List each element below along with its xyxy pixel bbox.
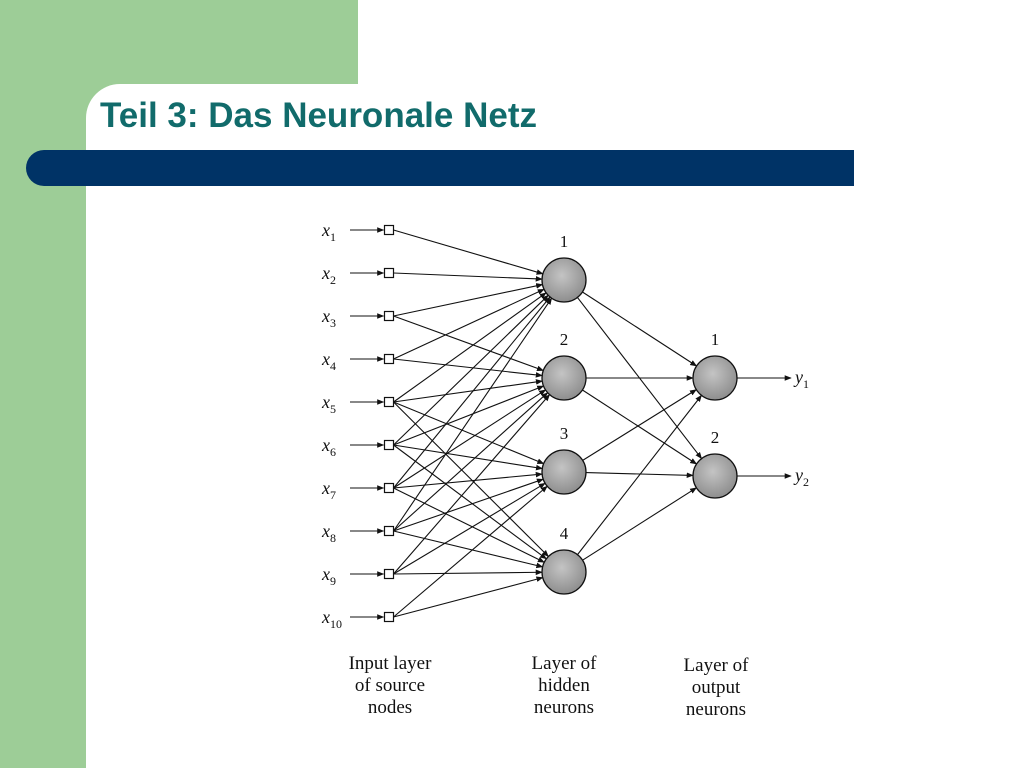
input-label: x7 [321, 478, 336, 502]
source-node [383, 439, 395, 451]
input-label: x9 [321, 564, 336, 588]
source-node [383, 525, 395, 537]
hidden-neuron [541, 449, 587, 495]
input-hidden-connection [393, 358, 543, 378]
input-label: x8 [321, 521, 336, 545]
output-label: y1 [793, 367, 809, 391]
neural-network-diagram: x1 x2 x3 x4 x5 x6 x7 x8 x9 x10 1 2 3 4 1 y1 2 y2 [321, 220, 809, 631]
hidden-neuron [541, 355, 587, 401]
input-hidden-connection [393, 296, 551, 489]
input-hidden-connection [393, 283, 544, 317]
source-node [383, 353, 395, 365]
input-hidden-connection [393, 294, 549, 446]
input-hidden-connection [393, 487, 545, 563]
input-hidden-connection [393, 272, 543, 282]
input-hidden-connection [393, 444, 547, 560]
output-neuron-number: 1 [711, 330, 720, 349]
caption-line: nodes [367, 697, 413, 718]
input-label: x3 [321, 306, 336, 330]
output-neuron [692, 355, 738, 401]
input-label: x2 [321, 263, 336, 287]
slide-content-panel [86, 84, 1024, 768]
output-neuron [692, 453, 738, 499]
input-hidden-connection [393, 569, 543, 576]
input-hidden-connection [393, 229, 544, 275]
caption-line: neurons [533, 697, 595, 718]
slide-title: Teil 3: Das Neuronale Netz [100, 96, 537, 135]
input-label: x10 [321, 607, 342, 631]
network-nodes [383, 224, 738, 623]
caption-line: Input layer [348, 653, 432, 674]
output-neuron-number: 2 [711, 428, 720, 447]
input-hidden-connection [393, 576, 544, 618]
input-hidden-connection [393, 385, 545, 446]
hidden-output-connection [577, 394, 702, 555]
input-hidden-connection [393, 478, 544, 532]
caption-line: Layer of [531, 653, 597, 674]
input-hidden-connection [393, 485, 548, 618]
hidden-output-connection [582, 291, 698, 367]
input-hidden-connection [393, 392, 549, 532]
hidden-neuron-number: 4 [560, 524, 569, 543]
input-hidden-connection [393, 394, 551, 575]
source-node [383, 267, 395, 279]
source-node [383, 611, 395, 623]
source-node [383, 482, 395, 494]
input-label: x6 [321, 435, 336, 459]
input-hidden-connection [393, 401, 549, 557]
caption-line: neurons [685, 699, 747, 720]
input-hidden-connection [393, 379, 543, 403]
hidden-neuron-number: 1 [560, 232, 569, 251]
input-label: x1 [321, 220, 336, 244]
input-label: x4 [321, 349, 336, 373]
caption-input-layer: Input layer of source nodes [326, 653, 454, 719]
hidden-neuron [541, 257, 587, 303]
hidden-output-connection [582, 389, 698, 465]
caption-line: output [691, 677, 741, 698]
hidden-neuron [541, 549, 587, 595]
hidden-neuron-number: 2 [560, 330, 569, 349]
caption-output-layer: Layer of output neurons [656, 655, 776, 721]
hidden-neuron-number: 3 [560, 424, 569, 443]
caption-line: hidden [538, 675, 590, 696]
hidden-output-connection [582, 487, 698, 561]
input-hidden-connection [393, 482, 546, 575]
caption-hidden-layer: Layer of hidden neurons [504, 653, 624, 719]
source-node [383, 310, 395, 322]
source-node [383, 224, 395, 236]
input-hidden-connection [393, 292, 547, 403]
hidden-output-connection [585, 472, 694, 479]
caption-line: of source [354, 675, 426, 696]
input-hidden-connection [393, 315, 544, 371]
input-hidden-connection [393, 389, 547, 489]
input-hidden-connection [393, 288, 545, 360]
input-hidden-connection [393, 530, 544, 569]
connection-lines [350, 227, 792, 620]
source-node [383, 568, 395, 580]
title-underline-bar [26, 150, 854, 186]
input-hidden-connection [393, 444, 543, 471]
hidden-output-connection [582, 389, 697, 461]
input-hidden-connection [393, 471, 543, 489]
input-hidden-connection [393, 401, 545, 465]
source-node [383, 396, 395, 408]
input-hidden-connection [393, 297, 553, 532]
output-label: y2 [793, 465, 809, 489]
input-label: x5 [321, 392, 336, 416]
caption-line: Layer of [683, 655, 749, 676]
